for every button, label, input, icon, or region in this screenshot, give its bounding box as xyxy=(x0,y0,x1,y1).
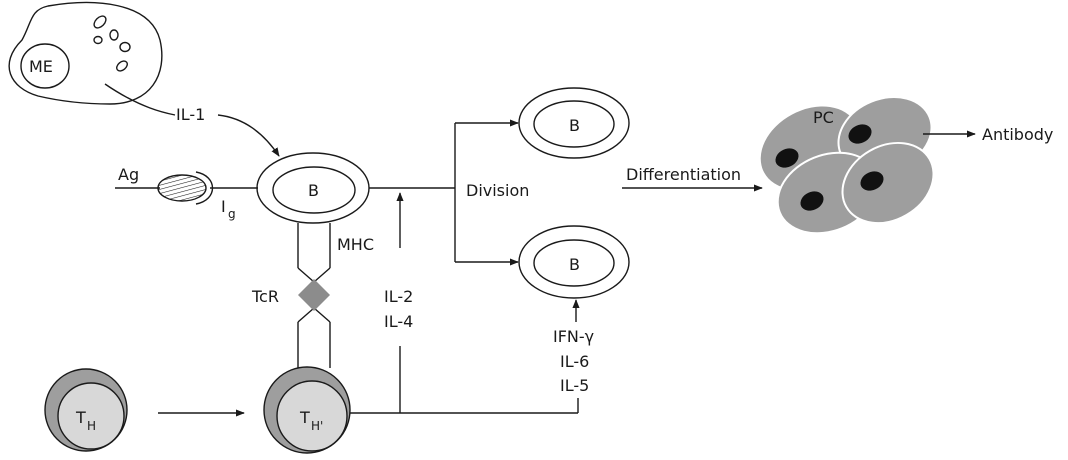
antigen-particle xyxy=(158,175,206,201)
antigen-label: Ag xyxy=(118,165,139,184)
th-cell: T H xyxy=(45,369,127,451)
th-activated-cell: T H' xyxy=(264,367,350,453)
b-cell-bottom-label: B xyxy=(569,255,580,274)
b-cell-center-label: B xyxy=(308,181,319,200)
il1-label: IL-1 xyxy=(176,105,205,124)
plasma-cells: PC xyxy=(746,84,948,248)
th-sub: H xyxy=(87,419,96,433)
il1-line-a xyxy=(105,84,175,115)
il1-arrow xyxy=(218,115,279,156)
vesicle xyxy=(110,30,118,40)
macrophage-outline xyxy=(9,3,162,104)
ig-label: I xyxy=(221,197,226,216)
vesicle xyxy=(115,59,129,73)
il6-label: IL-6 xyxy=(560,352,589,371)
vesicle xyxy=(94,37,102,44)
macrophage-label: ME xyxy=(29,57,53,76)
ifn-label: IFN-γ xyxy=(553,327,594,346)
b-cell-center: B xyxy=(257,153,369,223)
il4-label: IL-4 xyxy=(384,312,413,331)
th-activated-inner xyxy=(277,381,347,451)
th-label: T xyxy=(75,408,86,427)
th-activated-sub: H' xyxy=(311,419,323,433)
macrophage-cell: ME xyxy=(9,3,162,104)
b-cell-top-label: B xyxy=(569,116,580,135)
il5-label: IL-5 xyxy=(560,376,589,395)
division-label: Division xyxy=(466,181,529,200)
antigen-diamond xyxy=(298,279,330,311)
th-activated-label: T xyxy=(299,408,310,427)
differentiation-label: Differentiation xyxy=(626,165,741,184)
b-cell-bottom: B xyxy=(519,226,629,298)
vesicle xyxy=(92,14,108,30)
ig-sub: g xyxy=(228,207,236,221)
il2-label: IL-2 xyxy=(384,287,413,306)
vesicle xyxy=(120,43,130,52)
b-cell-top: B xyxy=(519,88,629,158)
mhc-label: MHC xyxy=(337,235,374,254)
th-cell-inner xyxy=(58,383,124,449)
pc-label: PC xyxy=(813,108,834,127)
tcr-label: TcR xyxy=(251,287,279,306)
antibody-label: Antibody xyxy=(982,125,1053,144)
